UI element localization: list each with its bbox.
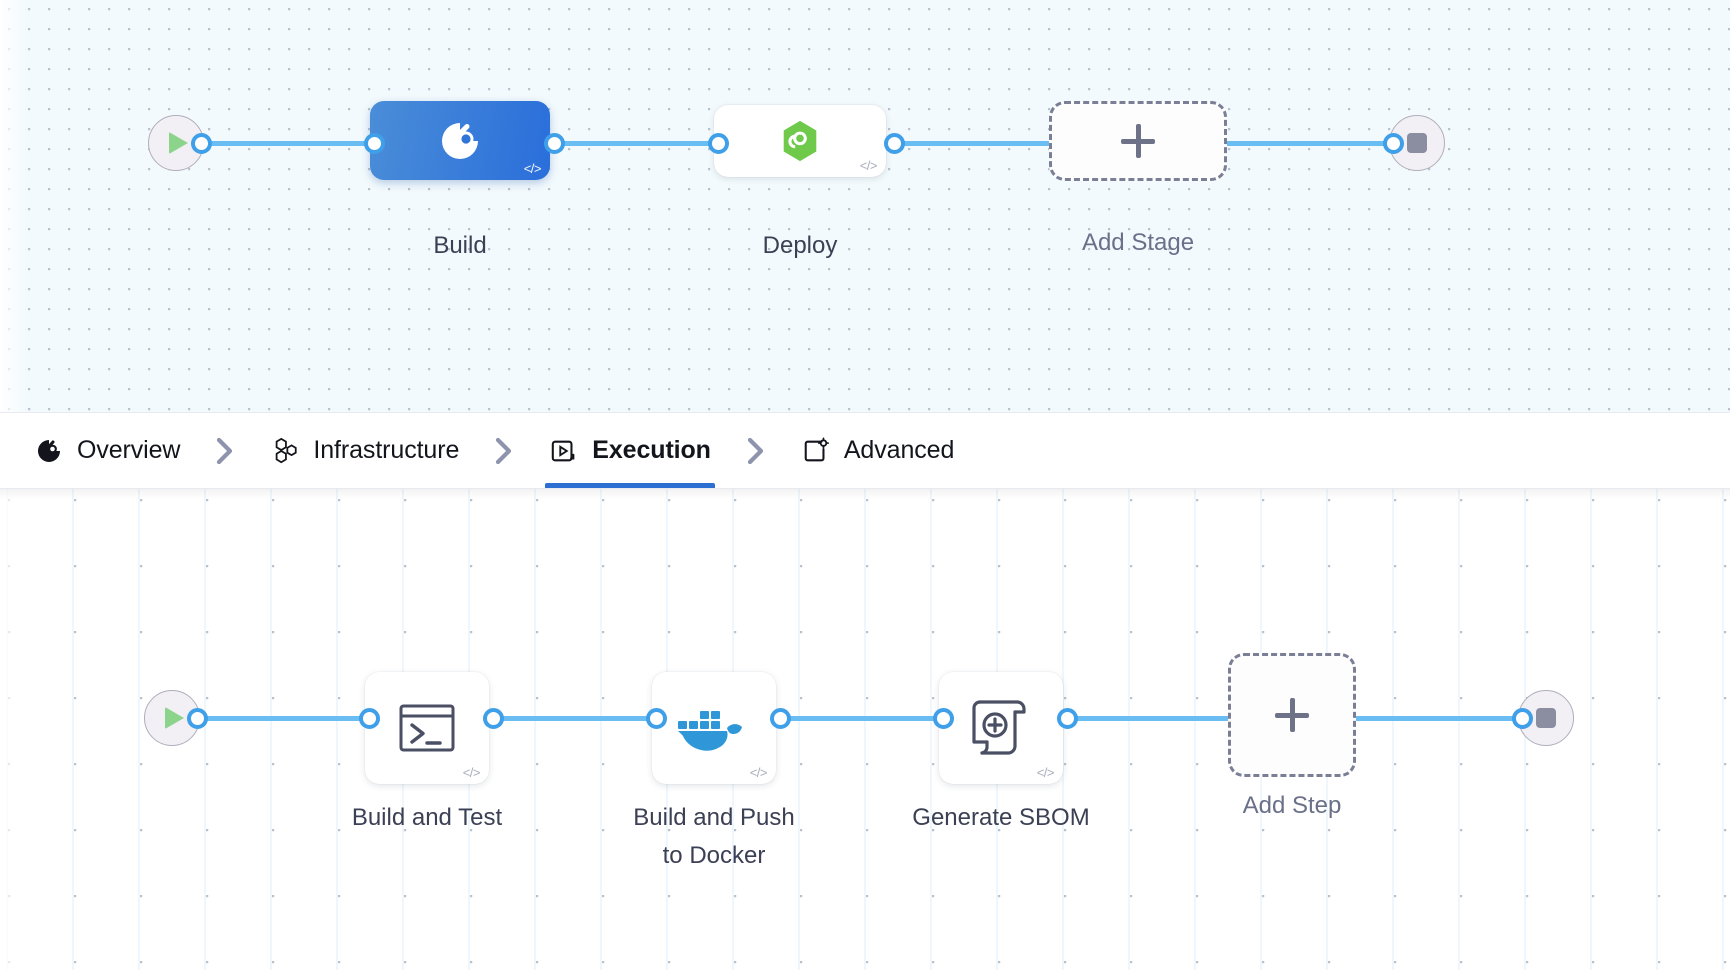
code-badge: </>: [859, 158, 878, 173]
stop-icon: [1536, 708, 1556, 728]
stage-node-deploy-out-port[interactable]: [884, 133, 905, 154]
terminal-icon: [399, 704, 455, 752]
step-node-generate-sbom[interactable]: </>: [939, 672, 1063, 784]
stage-node-deploy-in-port[interactable]: [708, 133, 729, 154]
step-edge-bt-docker: [484, 716, 664, 721]
code-badge: </>: [462, 765, 481, 780]
step-node-build-and-test[interactable]: </>: [365, 672, 489, 784]
harness-ci-icon: [442, 122, 478, 159]
tab-overview[interactable]: Overview: [30, 413, 184, 488]
code-badge: </>: [1036, 765, 1055, 780]
stage-node-deploy-label: Deploy: [762, 232, 838, 259]
step-end-port[interactable]: [1512, 708, 1533, 729]
chevron-right-icon: [184, 436, 266, 466]
stage-start-port[interactable]: [191, 133, 212, 154]
add-stage-button[interactable]: [1049, 101, 1227, 181]
stage-node-build-label: Build: [433, 232, 487, 259]
sbom-scroll-icon: [972, 700, 1026, 755]
harness-logo-icon: [34, 436, 64, 466]
chevron-right-icon: [715, 436, 797, 466]
tab-overview-label: Overview: [77, 436, 181, 464]
step-node-build-push-docker[interactable]: </>: [652, 672, 776, 784]
tab-infrastructure[interactable]: Infrastructure: [266, 413, 463, 488]
step-start-port[interactable]: [187, 708, 208, 729]
stage-node-build[interactable]: </>: [370, 101, 550, 180]
stage-edge-start-build: [196, 141, 376, 146]
tab-execution[interactable]: Execution: [545, 413, 715, 488]
step-node-build-and-test-label: Build and Test: [351, 804, 503, 831]
stage-edge-build-deploy: [540, 141, 720, 146]
stage-node-build-out-port[interactable]: [544, 133, 565, 154]
step-node-generate-sbom-in-port[interactable]: [933, 708, 954, 729]
step-node-build-and-test-out-port[interactable]: [483, 708, 504, 729]
step-edge-docker-sbom: [771, 716, 951, 721]
add-step-button[interactable]: [1228, 653, 1356, 777]
add-step-label: Add Step: [1242, 792, 1342, 819]
code-badge: </>: [523, 161, 542, 176]
stage-node-deploy[interactable]: </>: [714, 105, 886, 177]
step-edge-add-end: [1352, 716, 1532, 721]
play-box-icon: [549, 436, 579, 466]
tab-advanced-label: Advanced: [843, 436, 955, 464]
step-edge-sbom-add: [1058, 716, 1238, 721]
stage-config-tabbar: Overview Infrastructure: [0, 412, 1730, 489]
tab-infrastructure-label: Infrastructure: [313, 436, 460, 464]
stop-icon: [1407, 133, 1427, 153]
chevron-right-icon: [463, 436, 545, 466]
tab-advanced[interactable]: Advanced: [797, 413, 958, 488]
step-node-generate-sbom-out-port[interactable]: [1057, 708, 1078, 729]
hexagons-icon: [270, 436, 300, 466]
step-node-build-push-docker-label: Build and Push to Docker: [633, 804, 795, 870]
step-canvas[interactable]: </> Build and Test </> Build: [0, 489, 1730, 970]
play-icon: [165, 707, 184, 729]
stage-edge-deploy-add: [880, 141, 1060, 146]
stage-end-port[interactable]: [1383, 133, 1404, 154]
tab-execution-label: Execution: [592, 436, 711, 464]
step-node-build-and-test-in-port[interactable]: [359, 708, 380, 729]
play-icon: [169, 132, 188, 154]
stage-canvas[interactable]: </> Build </> Deploy Add Stage: [0, 0, 1730, 412]
stage-edge-add-end: [1222, 141, 1402, 146]
step-node-build-push-docker-in-port[interactable]: [646, 708, 667, 729]
harness-cd-icon: [783, 120, 817, 162]
docker-icon: [678, 711, 742, 751]
step-edge-start-bt: [192, 716, 372, 721]
step-node-build-push-docker-out-port[interactable]: [770, 708, 791, 729]
stage-node-build-in-port[interactable]: [364, 133, 385, 154]
card-gear-icon: [801, 436, 831, 466]
code-badge: </>: [749, 765, 768, 780]
step-node-generate-sbom-label: Generate SBOM: [912, 804, 1090, 831]
add-stage-label: Add Stage: [1081, 229, 1195, 256]
